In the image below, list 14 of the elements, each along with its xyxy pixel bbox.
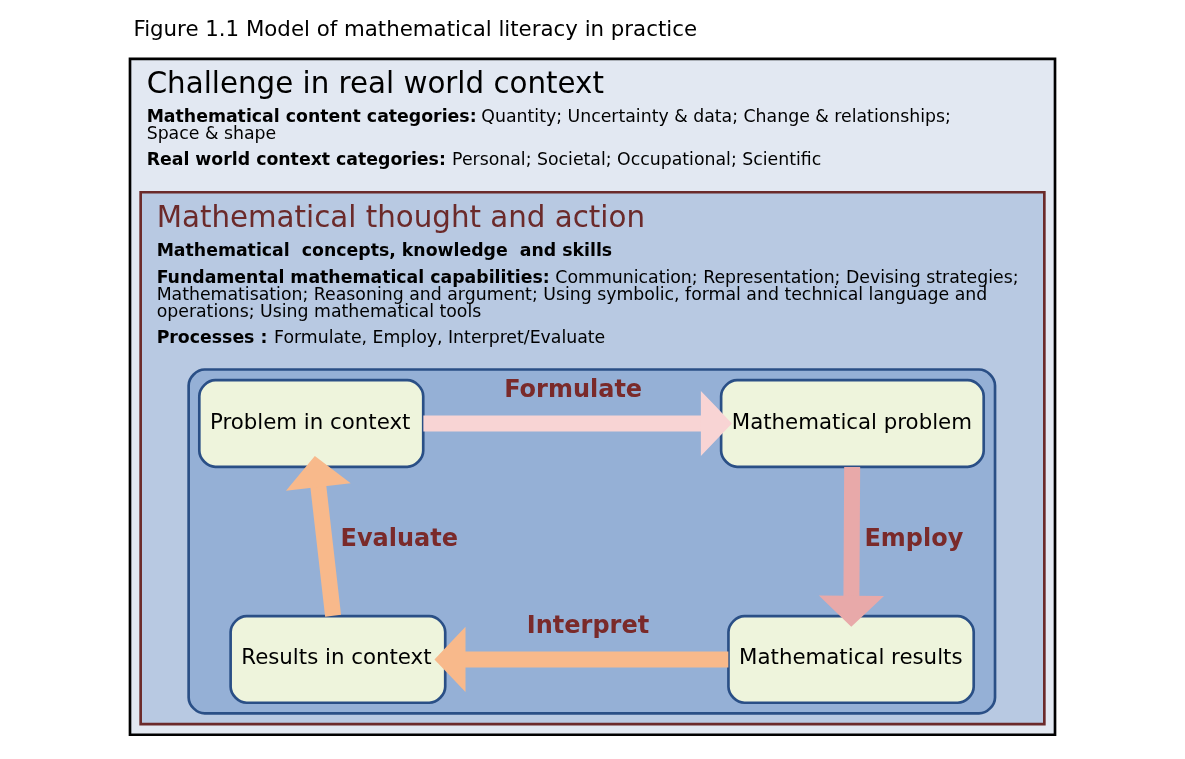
node-box: Mathematical problem (719, 378, 986, 469)
arrow (818, 467, 884, 627)
arrow (434, 626, 729, 692)
edge-label: Interpret (526, 611, 650, 640)
node-box: Mathematical results (727, 614, 976, 705)
diagram-title: Figure 1.1 Model of mathematical literacy in practice (133, 16, 698, 42)
edge-label: Evaluate (340, 523, 459, 552)
edge-label: Formulate (504, 375, 643, 404)
arrow (423, 390, 732, 457)
edge-label: Employ (864, 523, 964, 552)
arrow (285, 456, 351, 617)
node-box: Results in context (229, 614, 447, 705)
node-box: Problem in context (197, 378, 425, 469)
cluster (187, 368, 997, 715)
